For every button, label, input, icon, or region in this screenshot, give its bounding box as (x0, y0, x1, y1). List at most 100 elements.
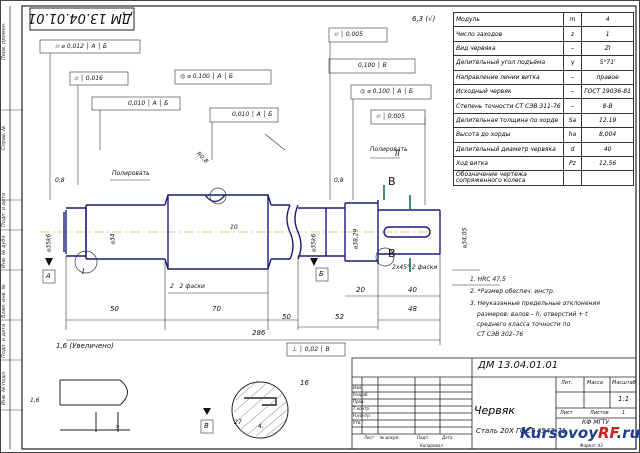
dim-l7: 40 (408, 286, 417, 294)
drawing-number-stamp: ДМ 13.04.01.01 (478, 360, 559, 371)
param-val: 8,004 (581, 127, 634, 143)
chamfer-dim-1: 0,8 (55, 177, 65, 184)
dim-l6: 20 (356, 286, 365, 294)
section-mark-ii: II (395, 149, 400, 158)
scale-value: 1:1 (618, 395, 630, 403)
dia-shaft: ⌀34 (109, 233, 117, 245)
sheets-value: 1 (622, 410, 626, 416)
param-val: ZI (581, 40, 634, 57)
param-name: Ход витка (453, 155, 564, 172)
section-letter-v-bottom: В (388, 247, 396, 260)
param-row: Направление линии витка–правое (453, 69, 634, 85)
param-name: Делительная толщина по хорде (453, 112, 564, 129)
tol-7: 0,100 │ В (358, 62, 387, 69)
datum-b-label: Б (319, 270, 324, 278)
tol-4: ◎ ⌀ 0,100 │ А │ Б (180, 73, 233, 80)
section-hatch (233, 379, 288, 437)
undercut-label: 1,6 (30, 397, 40, 404)
dia-end: ⌀34,05 (461, 227, 469, 249)
note-6: СТ СЭВ 302–76 (477, 331, 524, 338)
param-sym: Pz (562, 155, 583, 172)
param-sym: – (562, 83, 583, 100)
side-label-perv: Перв. примен. (1, 22, 7, 60)
param-name: Число заходов (453, 26, 564, 42)
param-val: 12,19 (581, 112, 634, 129)
tol-1: ⌭ ⌀ 0,012 │ А │ Б (55, 43, 108, 50)
material-label: Сталь 20Х ГОСТ 4543-71 (476, 427, 567, 435)
param-val: ГОСТ 19036-81 (581, 83, 634, 100)
dim-l3: 50 (282, 313, 291, 321)
param-val: 5°71' (581, 55, 634, 71)
detail-scale-label: 1,6 (Увеличено) (56, 342, 114, 350)
param-sym (562, 170, 583, 186)
stamp-col-label: Дата (442, 435, 453, 440)
section-mark-i: I (82, 267, 85, 276)
dia-journal-right: ⌀35k6 (310, 233, 318, 253)
param-val: правое (581, 69, 634, 85)
param-row: Вид червяка–ZI (453, 40, 634, 57)
key-length: 4, (258, 423, 264, 430)
param-name: Направление линии витка (453, 69, 564, 85)
param-name: Степень точности СТ СЭВ 311-76 (453, 98, 564, 114)
watermark: KursovoyRF.ru (520, 424, 640, 442)
stamp-row-label: Т.контр. (353, 406, 371, 411)
param-sym: – (562, 98, 583, 114)
param-val (581, 170, 634, 186)
shaft-outline (63, 194, 441, 270)
dim-total: 286 (252, 329, 266, 337)
scale-label: Масштаб (612, 380, 636, 386)
stamp-row-label: Изм. (353, 385, 363, 390)
param-name: Исходный червяк (453, 83, 564, 100)
tol-5: 0,010 │ А │ Б (232, 111, 273, 118)
polish-label-2: Полировать (370, 146, 408, 153)
tol-9: ⌭ │ 0,005 (376, 113, 405, 120)
dim-l5: 48 (408, 305, 417, 313)
param-row: Исходный червяк–ГОСТ 19036-81 (453, 83, 634, 100)
section-marks (383, 185, 411, 272)
tol-2: ⌭ │ 0,016 (74, 75, 103, 82)
note-4: размеров: валов – h, отверстий + t (477, 311, 588, 318)
side-label-vzam: Взам. инв. № (1, 284, 7, 318)
view-v-label: В (204, 422, 209, 430)
dia-journal-left: ⌀35k6 (45, 233, 53, 253)
detail-dim-3: 3 (115, 424, 120, 432)
chamfers-label-2: 2х45° 2 фаски (392, 264, 438, 271)
datum-b-marker (310, 258, 318, 266)
stamp-col-label: Лист (364, 435, 375, 440)
note-1: 1. HRC 47,5 (470, 276, 506, 283)
stamp-row-label: Разраб. (353, 392, 369, 397)
tol-3: 0,010 │ А │ Б (128, 100, 169, 107)
param-name: Модуль (453, 11, 564, 28)
chamfers-label: 2 2 фаски (170, 283, 205, 290)
key-depth: 27 (234, 419, 242, 426)
note-2: 2. *Размер обеспеч. инстр. (470, 288, 555, 295)
param-sym: Sa (562, 112, 583, 129)
tol-8: ◎ ⌀ 0,100 │ А │ Б (360, 88, 413, 95)
param-val: 40 (581, 141, 634, 157)
stamp-row-label: Н.контр. (353, 413, 371, 418)
datum-a-marker (45, 258, 53, 266)
side-label-podp1: Подп. и дата (1, 192, 7, 227)
datum-a-label: А (46, 272, 51, 280)
param-sym: γ (562, 55, 583, 71)
chamfer-dim-2: 0,8 (334, 177, 344, 184)
note-5: среднего класса точности по (477, 321, 571, 328)
param-val: 8-В (581, 98, 634, 114)
side-label-podl: Инв. № подл. (1, 370, 7, 406)
bottom-dimensions (65, 254, 441, 345)
param-sym: d (562, 141, 583, 157)
stamp-col-label: Подп. (417, 435, 430, 440)
sheet-label: Лист (560, 410, 573, 416)
lit-label: Лит. (561, 380, 573, 386)
tol-10: ⊥ │ 0,02 │ В (292, 346, 330, 353)
leaders (39, 27, 432, 357)
param-sym: z (562, 26, 583, 42)
dept-label: КФ МГТУ (582, 419, 610, 426)
